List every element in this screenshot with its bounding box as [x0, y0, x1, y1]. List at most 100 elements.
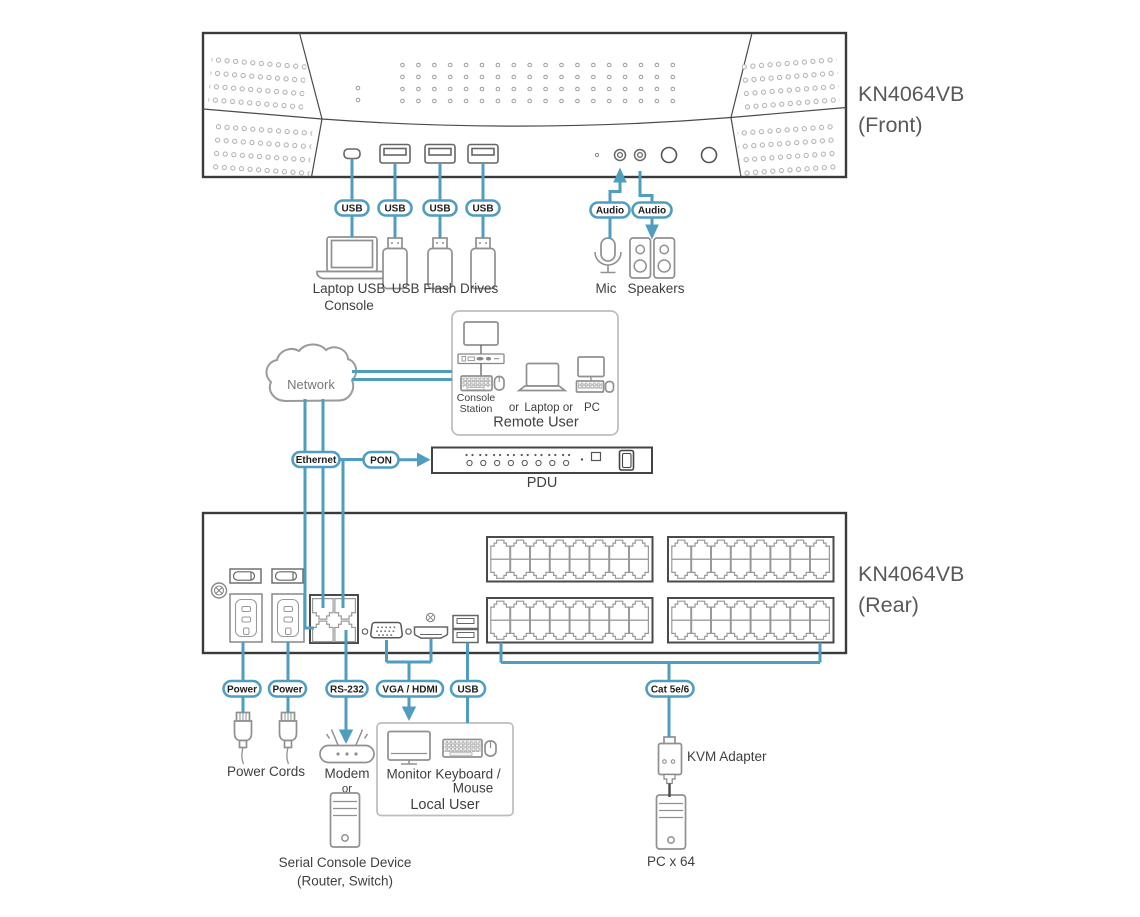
rj45-port [510, 539, 531, 560]
remote-pc-icon [575, 356, 615, 393]
vga-pin [382, 634, 385, 637]
pdu-led [526, 453, 529, 457]
network-cloud: Network [265, 343, 358, 403]
monitor-label: Monitor [386, 767, 432, 782]
pdu-led [540, 453, 543, 457]
rj45-port [770, 539, 791, 560]
rj45-port [671, 558, 692, 579]
mini-usb-port [343, 148, 361, 160]
rj45-port [529, 558, 550, 579]
rj45-port [790, 619, 811, 640]
svg-text:USB: USB [341, 204, 362, 215]
pdu-led [568, 453, 571, 457]
svg-text:Cat 5e/6: Cat 5e/6 [651, 684, 690, 695]
vga-pin [376, 630, 378, 633]
power-switches [229, 568, 304, 584]
rj45-port [730, 600, 751, 621]
rj45-port [609, 539, 630, 560]
svg-text:USB: USB [429, 204, 450, 215]
pdu-outlet [507, 459, 514, 467]
front-side-text: (Front) [858, 113, 923, 137]
rj45-port [628, 558, 649, 579]
kvm-adapter-icon [657, 736, 683, 785]
rj45-port [490, 539, 511, 560]
vga-pin [388, 630, 391, 633]
rj45-port [671, 619, 692, 640]
rj45-port [750, 600, 771, 621]
pon-pill: PON [362, 450, 400, 469]
pc-label: PC [584, 402, 600, 414]
local-user-box: Monitor Keyboard / Mouse Local User [376, 722, 514, 817]
audio-out-arrow [645, 224, 659, 240]
flash-drives-label: USB Flash Drives [392, 281, 499, 296]
front-model-text: KN4064VB [858, 82, 964, 106]
rj45-port [790, 600, 811, 621]
local-monitor-icon [387, 730, 431, 765]
rj45-port [671, 600, 692, 621]
power-cord-icon [278, 711, 298, 765]
rj45-port [809, 539, 830, 560]
console-station-icon [457, 321, 505, 392]
rj45-port [609, 619, 630, 640]
remote-user-label: Remote User [493, 415, 579, 431]
rear-model-label: KN4064VB (Rear) [858, 562, 964, 617]
rj45-port [549, 558, 570, 579]
rj45-port [710, 619, 731, 640]
pdu-leds [465, 453, 571, 467]
pdu-label: PDU [527, 475, 558, 491]
power-cord-icon [233, 711, 253, 765]
vent-grille [207, 54, 841, 177]
pdu-led [471, 453, 474, 457]
rj45-port [589, 600, 610, 621]
vga-pin [385, 626, 388, 629]
front-model-label: KN4064VB (Front) [858, 82, 964, 137]
usb-pill: USB [449, 679, 487, 698]
rj45-port [710, 600, 731, 621]
console-station-label-2: Station [460, 403, 493, 415]
front-audio-jacks [594, 148, 647, 162]
kvm-adapter-label: KVM Adapter [687, 749, 767, 764]
svg-text:USB: USB [457, 684, 478, 695]
rj45-port [671, 539, 692, 560]
front-usb-ports [379, 143, 499, 164]
rj45-port [750, 558, 771, 579]
vga-pin [384, 630, 387, 633]
rj45-port [569, 558, 590, 579]
rear-panel [201, 511, 848, 655]
speakers-label: Speakers [627, 281, 684, 296]
rj45-port [770, 619, 791, 640]
serial-console-label-1: Serial Console Device [279, 855, 412, 870]
svg-text:Audio: Audio [596, 206, 624, 217]
lan-port [312, 620, 334, 643]
rj45-port [730, 539, 751, 560]
pdu-outlet [549, 459, 556, 467]
rj45-port [510, 600, 531, 621]
rj45-port [691, 539, 712, 560]
usb-pill: USB [422, 199, 458, 217]
remote-user-box: Console Station or Laptop or PC Remote U… [451, 310, 619, 436]
rj45-port [569, 600, 590, 621]
vga-hdmi-arrow [401, 706, 417, 721]
rj45-port [609, 558, 630, 579]
pon-arrow [417, 452, 431, 467]
svg-text:USB: USB [472, 204, 493, 215]
front-panel [201, 31, 848, 179]
rj45-port [730, 619, 751, 640]
usb-pill: USB [465, 199, 501, 217]
pdu-outlet [535, 459, 542, 467]
lan-port-block [309, 594, 359, 644]
kvm-port-banks [486, 536, 835, 644]
pdu-led [534, 453, 537, 457]
vga-pin [390, 634, 393, 637]
laptop-console-label-2: Console [324, 298, 374, 313]
rj45-port [529, 539, 550, 560]
rj45-port [529, 600, 550, 621]
rj45-port [809, 619, 830, 640]
rj45-port [628, 619, 649, 640]
pdu-led [512, 453, 516, 457]
modem-label: Modem [324, 766, 369, 781]
rj45-port [710, 539, 731, 560]
rj45-port [730, 558, 751, 579]
